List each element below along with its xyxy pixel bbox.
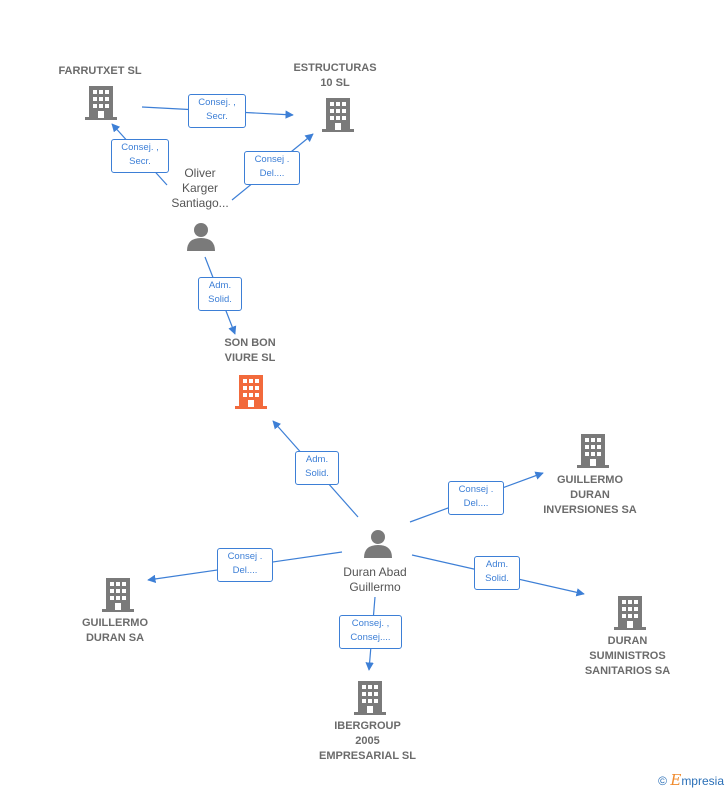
node-label-duran-suministros[interactable]: DURAN SUMINISTROS SANITARIOS SA [584,635,671,677]
brand-initial: E [670,771,682,789]
edge-label-oliver-farrutxet[interactable]: Consej. , Secr. [111,139,169,173]
edge-label-duran-suministros[interactable]: Adm. Solid. [474,556,520,590]
building-icon[interactable] [353,679,387,715]
building-icon[interactable] [84,84,118,120]
copyright-icon: © [658,774,668,788]
edge-label-oliver-sonbon[interactable]: Adm. Solid. [198,277,242,311]
building-icon[interactable] [321,96,355,132]
building-icon[interactable] [576,432,610,468]
brand-footer: © Empresia [658,771,724,789]
edge-label-duran-guillermo-sa[interactable]: Consej . Del.... [217,548,273,582]
node-label-ibergroup[interactable]: IBERGROUP 2005 EMPRESARIAL SL [319,720,416,762]
brand-name: mpresia [681,774,724,788]
edge-label-duran-sonbon[interactable]: Adm. Solid. [295,451,339,485]
node-label-estructuras[interactable]: ESTRUCTURAS 10 SL [293,62,377,89]
node-label-sonbon[interactable]: SON BON VIURE SL [224,337,276,364]
node-label-oliver[interactable]: Oliver Karger Santiago... [171,166,229,210]
building-icon-highlighted[interactable] [234,373,268,409]
edge-label-farrutxet-estructuras[interactable]: Consej. , Secr. [188,94,246,128]
node-label-farrutxet[interactable]: FARRUTXET SL [58,65,142,77]
building-icon[interactable] [101,576,135,612]
node-label-guillermo-inversiones[interactable]: GUILLERMO DURAN INVERSIONES SA [543,474,637,516]
edge-label-duran-guillermo-inversiones[interactable]: Consej . Del.... [448,481,504,515]
node-label-duran-abad[interactable]: Duran Abad Guillermo [343,565,407,594]
edge-label-oliver-estructuras[interactable]: Consej . Del.... [244,151,300,185]
node-label-guillermo-sa[interactable]: GUILLERMO DURAN SA [82,617,148,644]
person-icon[interactable] [186,221,216,251]
person-icon[interactable] [363,528,393,558]
building-icon[interactable] [613,594,647,630]
edge-label-duran-ibergroup[interactable]: Consej. , Consej.... [339,615,402,649]
